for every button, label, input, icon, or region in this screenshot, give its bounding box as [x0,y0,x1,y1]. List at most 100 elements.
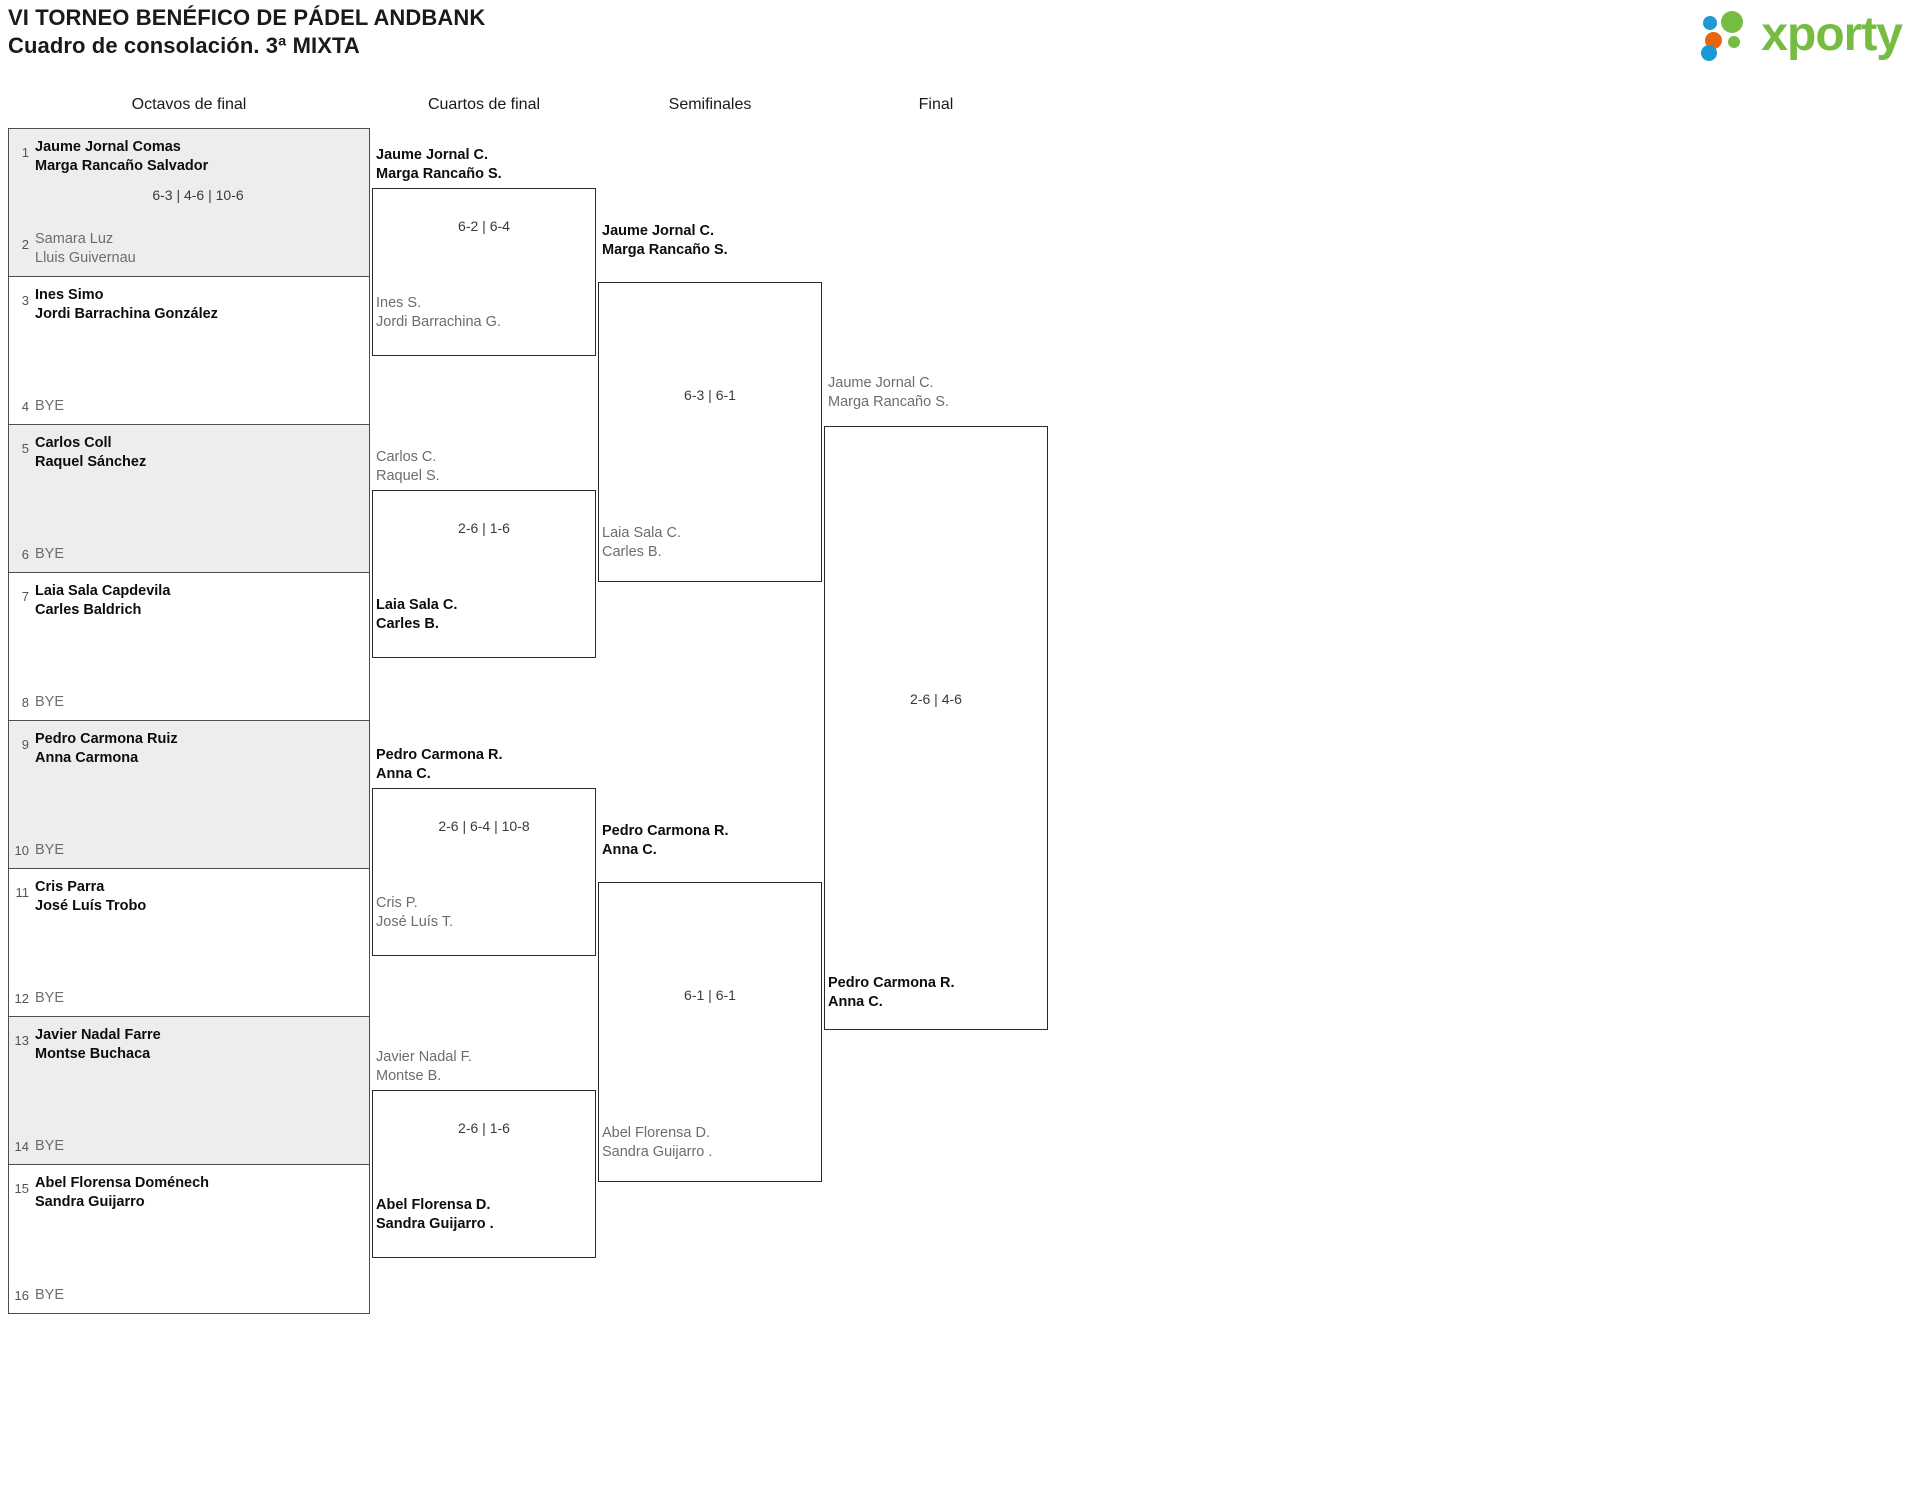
match-score: 2-6 | 4-6 [910,691,962,707]
tournament-name: VI TORNEO BENÉFICO DE PÁDEL ANDBANK [8,5,486,30]
match-score: 2-6 | 6-4 | 10-8 [438,818,530,834]
seed-number: 2 [21,237,29,252]
seed-number: 3 [21,293,29,308]
r16-slot-seed-12[interactable]: 12 BYE [9,983,369,1008]
bye-label: BYE [35,990,65,1006]
qf-team-bottom-2[interactable]: Laia Sala C.Carles B. [376,597,458,632]
logo-wordmark: xporty [1761,8,1903,61]
sf-team-bottom-2[interactable]: Abel Florensa D.Sandra Guijarro . [602,1125,713,1160]
round-header-cuartos: Cuartos de final [427,96,541,113]
bye-label: BYE [35,398,65,414]
logo-dot-green-small-icon [1728,36,1741,48]
r16-slot-seed-10[interactable]: 10 BYE [9,835,369,860]
qf-team-top-1[interactable]: Jaume Jornal C.Marga Rancaño S. [376,147,502,182]
match-score: 2-6 | 1-6 [458,520,510,536]
sf-team-top-1[interactable]: Jaume Jornal C.Marga Rancaño S. [602,223,728,258]
seed-number: 5 [21,441,29,456]
qf-team-bottom-4[interactable]: Abel Florensa D.Sandra Guijarro . [376,1197,494,1232]
match-score: 6-1 | 6-1 [684,987,736,1003]
seed-number: 9 [21,737,29,752]
match-score: 6-2 | 6-4 [458,218,510,234]
final-team-bottom[interactable]: Pedro Carmona R.Anna C. [828,975,955,1010]
qf-match-4-connector[interactable]: 2-6 | 1-6 [372,1090,596,1258]
match-score: 6-3 | 6-1 [684,387,736,403]
r16-slot-seed-4[interactable]: 4 BYE [9,391,369,416]
seed-number: 4 [21,399,29,414]
seed-number: 16 [14,1288,29,1303]
logo-dots-icon [1701,10,1755,61]
r16-slot-seed-6[interactable]: 6 BYE [9,539,369,564]
bye-label: BYE [35,694,65,710]
qf-match-3-connector[interactable]: 2-6 | 6-4 | 10-8 [372,788,596,956]
seed-number: 12 [14,991,29,1006]
seed-number: 6 [21,547,29,562]
seed-number: 13 [14,1033,29,1048]
r16-slot-seed-14[interactable]: 14 BYE [9,1131,369,1156]
qf-match-1-connector[interactable]: 6-2 | 6-4 [372,188,596,356]
qf-team-top-4[interactable]: Javier Nadal F.Montse B. [376,1049,472,1084]
sf-team-top-2[interactable]: Pedro Carmona R.Anna C. [602,823,729,858]
page-header: VI TORNEO BENÉFICO DE PÁDEL ANDBANK Cuad… [0,0,1920,80]
match-score: 6-3 | 4-6 | 10-6 [152,187,244,203]
final-team-top[interactable]: Jaume Jornal C.Marga Rancaño S. [828,375,949,410]
seed-number: 8 [21,695,29,710]
match-score: 2-6 | 1-6 [458,1120,510,1136]
qf-team-bottom-1[interactable]: Ines S.Jordi Barrachina G. [376,295,501,330]
round-header-octavos: Octavos de final [131,96,247,113]
bye-label: BYE [35,1138,65,1154]
logo-dot-blue-icon [1703,16,1718,30]
tournament-subtitle: Cuadro de consolación. 3ª MIXTA [8,33,360,58]
seed-number: 14 [14,1139,29,1154]
round-header-final: Final [918,96,954,113]
qf-team-bottom-3[interactable]: Cris P.José Luís T. [376,895,454,930]
seed-number: 10 [14,843,29,858]
seed-number: 1 [21,145,29,160]
qf-team-top-2[interactable]: Carlos C.Raquel S. [376,449,440,484]
round-header-semifinales: Semifinales [668,96,752,113]
r16-slot-seed-16[interactable]: 16 BYE [9,1280,369,1305]
sf-team-bottom-1[interactable]: Laia Sala C.Carles B. [602,525,681,560]
seed-number: 7 [21,589,29,604]
logo-dot-green-large-icon [1721,11,1744,33]
bye-label: BYE [35,842,65,858]
xporty-logo[interactable]: xporty [1701,6,1903,64]
sf-match-1-connector[interactable]: 6-3 | 6-1 [598,282,822,582]
seed-number: 15 [14,1181,29,1196]
bye-label: BYE [35,1287,65,1303]
qf-team-top-3[interactable]: Pedro Carmona R.Anna C. [376,747,503,782]
final-match-connector[interactable]: 2-6 | 4-6 [824,426,1048,1030]
bye-label: BYE [35,546,65,562]
seed-number: 11 [15,885,30,900]
r16-slot-seed-8[interactable]: 8 BYE [9,687,369,712]
qf-match-2-connector[interactable]: 2-6 | 1-6 [372,490,596,658]
sf-match-2-connector[interactable]: 6-1 | 6-1 [598,882,822,1182]
page-title: VI TORNEO BENÉFICO DE PÁDEL ANDBANK Cuad… [8,4,485,60]
